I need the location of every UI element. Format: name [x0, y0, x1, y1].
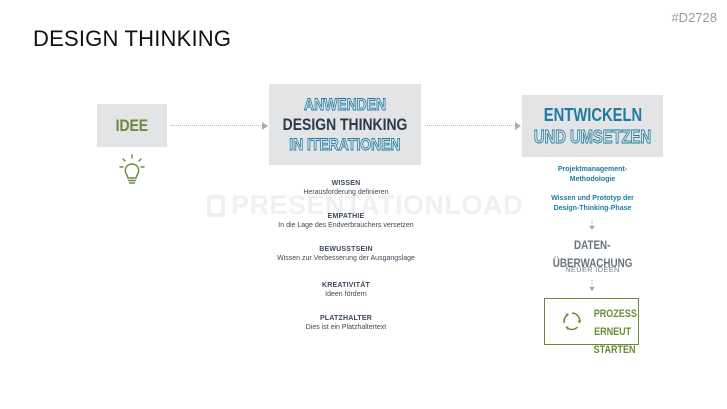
cycle-icon	[563, 312, 582, 331]
arrow-idee-to-anwenden	[171, 125, 263, 126]
prozess-line3: STARTEN	[593, 344, 636, 356]
slide-code: #D2728	[671, 10, 717, 25]
item-text: Herausforderung definieren	[303, 189, 389, 196]
entwickeln-box: ENTWICKELN UND UMSETZEN	[522, 95, 663, 157]
prototyp-text: Wissen und Prototyp der Design-Thinking-…	[522, 194, 663, 214]
list-item-empathie: EMPATHIE In die Lage des Endverbrauchers…	[240, 213, 452, 229]
item-text: In die Lage des Endverbrauchers versetze…	[278, 222, 414, 229]
idee-label: IDEE	[115, 115, 149, 135]
list-item-platzhalter: PLATZHALTER Dies ist ein Platzhaltertext	[240, 315, 452, 331]
watermark: PRESENTATIONLOAD	[207, 190, 523, 221]
entwickeln-line2: UND UMSETZEN	[533, 127, 652, 148]
projektmanagement-text: Projektmanagement- Methodologie	[522, 165, 663, 185]
prozess-line1: PROZESS	[593, 308, 637, 320]
entwickeln-line1: ENTWICKELN	[543, 105, 642, 125]
item-heading: PLATZHALTER	[319, 315, 373, 322]
pm-line2: Methodologie	[569, 176, 616, 183]
page-title: DESIGN THINKING	[33, 26, 232, 51]
datenueberwachung-label: DATEN- ÜBERWACHUNG	[522, 236, 663, 272]
pm-line1: Projektmanagement-	[557, 166, 628, 173]
prozess-neu-starten-box: PROZESS ERNEUT STARTEN	[544, 298, 639, 356]
anwenden-line1: ANWENDEN	[303, 94, 387, 114]
wp-line1: Wissen und Prototyp der	[551, 195, 634, 202]
wp-line2: Design-Thinking-Phase	[553, 205, 632, 212]
item-heading: EMPATHIE	[327, 213, 365, 220]
item-text: Wissen zur Verbesserung der Ausgangslage	[277, 255, 415, 262]
anwenden-box: ANWENDEN DESIGN THINKING IN ITERATIONEN	[269, 84, 421, 165]
idee-box: IDEE	[97, 104, 167, 147]
anwenden-line2: DESIGN THINKING	[282, 114, 408, 134]
list-item-bewusstsein: BEWUSSTSEIN Wissen zur Verbesserung der …	[240, 246, 452, 262]
down-arrow-icon	[589, 280, 595, 291]
list-item-kreativitaet: KREATIVITÄT Ideen fördern	[240, 282, 452, 298]
watermark-logo-icon	[207, 195, 225, 217]
prozess-line2: ERNEUT	[594, 326, 632, 338]
item-heading: BEWUSSTSEIN	[319, 246, 373, 253]
neuer-ideen-label: NEUER IDEEN	[565, 265, 620, 274]
item-text: Ideen fördern	[325, 291, 367, 298]
arrow-head-1	[262, 122, 268, 130]
list-item-wissen: WISSEN Herausforderung definieren	[240, 180, 452, 196]
daten-line2: ÜBERWACHUNG	[552, 256, 633, 270]
arrow-head-2	[515, 122, 521, 130]
anwenden-line3: IN ITERATIONEN	[289, 134, 401, 154]
arrow-anwenden-to-entwickeln	[425, 125, 516, 126]
lightbulb-icon	[119, 154, 145, 184]
watermark-text: PRESENTATIONLOAD	[231, 190, 524, 220]
item-heading: KREATIVITÄT	[322, 282, 370, 289]
item-text: Dies ist ein Platzhaltertext	[305, 324, 387, 331]
daten-line1: DATEN-	[574, 238, 611, 252]
item-heading: WISSEN	[331, 180, 361, 187]
down-arrow-icon	[589, 219, 595, 230]
